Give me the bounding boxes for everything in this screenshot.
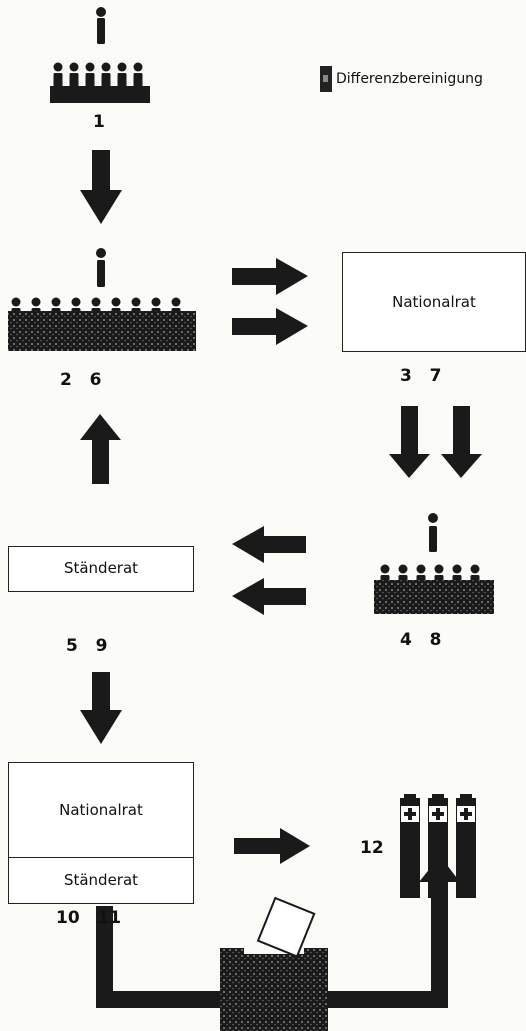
combined-staenderat-label: Ständerat (63, 871, 139, 889)
arrow-right-icon (232, 258, 308, 295)
step-numbers-4-8: 4 8 (400, 630, 442, 650)
ballot-box-icon (220, 896, 328, 1031)
arrow-right-icon (234, 828, 310, 864)
nationalrat-box: Nationalrat (342, 252, 526, 352)
legend-label: Differenzbereinigung (336, 71, 483, 87)
arrow-up-icon (80, 414, 121, 484)
step-numbers-10-11: 10 11 (56, 908, 122, 928)
nationalrat-label: Nationalrat (392, 293, 476, 311)
arrow-down-icon (80, 672, 122, 744)
assembly-icon-2 (8, 248, 196, 351)
combined-parliament-box: Nationalrat Ständerat (8, 762, 194, 904)
combined-nationalrat-label: Nationalrat (59, 801, 143, 819)
arrow-down-icon (441, 406, 482, 478)
box-divider (9, 857, 193, 858)
step-numbers-5-9: 5 9 (66, 636, 108, 656)
arrow-left-icon (232, 578, 306, 615)
arrow-left-icon (232, 526, 306, 563)
assembly-icon-3 (374, 513, 494, 614)
arrow-down-icon (80, 150, 122, 224)
staenderat-label: Ständerat (63, 559, 139, 577)
arrow-right-icon (232, 308, 308, 345)
staenderat-box: Ständerat (8, 546, 194, 592)
step-number-1: 1 (93, 112, 105, 132)
referendum-path (96, 856, 460, 1008)
legend-swatch (320, 66, 332, 92)
legend: Differenzbereinigung (320, 66, 483, 92)
step-numbers-3-7: 3 7 (400, 366, 442, 386)
assembly-icon-1 (50, 7, 150, 103)
arrow-down-icon (389, 406, 430, 478)
ballot-results-icon (400, 794, 476, 898)
step-numbers-2-6: 2 6 (60, 370, 102, 390)
step-number-12: 12 (360, 838, 384, 858)
